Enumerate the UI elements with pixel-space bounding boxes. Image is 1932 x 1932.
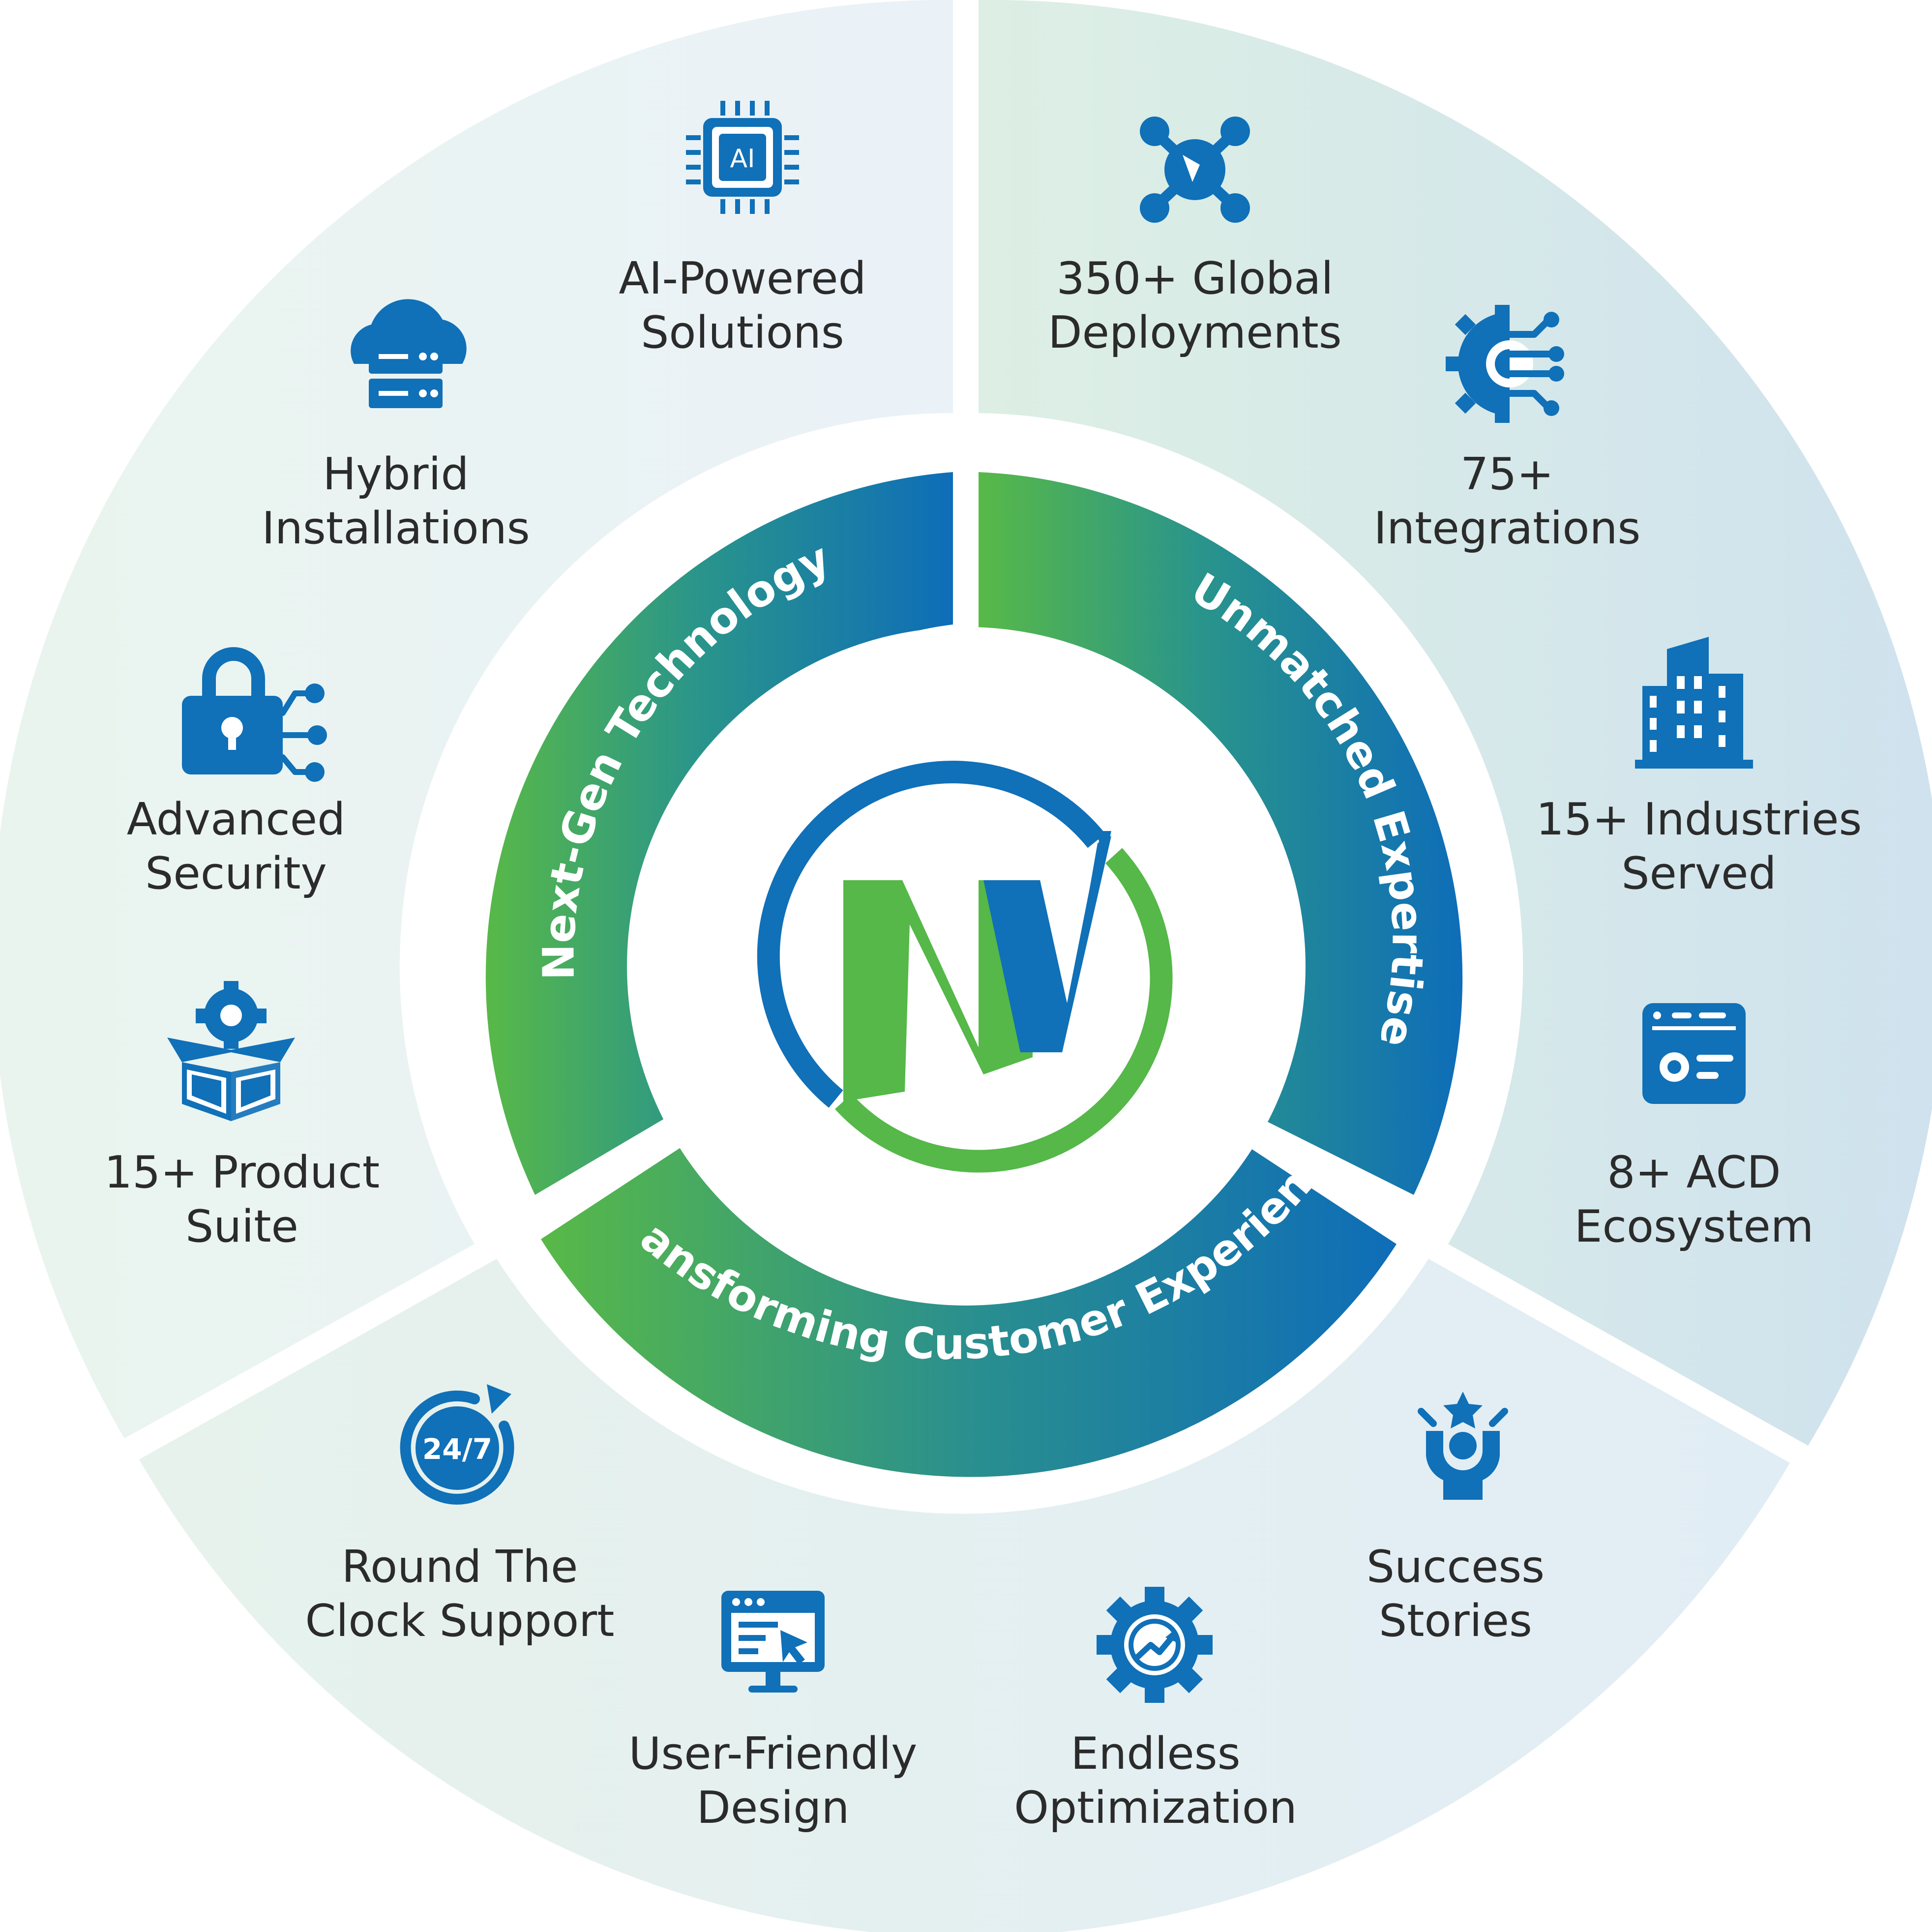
item-label-line1: Advanced bbox=[127, 794, 346, 845]
item-industries-served: 15+ Industries Served bbox=[1536, 794, 1862, 899]
item-label-line2: Solutions bbox=[641, 307, 844, 358]
ai-chip-text: AI bbox=[730, 144, 755, 174]
item-label-line1: Endless bbox=[1070, 1728, 1240, 1780]
item-label-line2: Integrations bbox=[1374, 503, 1641, 554]
item-advanced-security: Advanced Security bbox=[127, 794, 346, 899]
global-network-icon bbox=[1140, 117, 1250, 223]
item-label-line2: Ecosystem bbox=[1575, 1201, 1814, 1252]
item-round-the-clock-support: Round The Clock Support bbox=[305, 1541, 615, 1647]
clock-badge-text: 24/7 bbox=[422, 1432, 492, 1466]
clock-24-7-icon: 24/7 bbox=[400, 1384, 514, 1505]
lock-network-icon bbox=[182, 647, 327, 782]
browser-settings-icon bbox=[1642, 1003, 1746, 1104]
person-star-icon bbox=[1418, 1392, 1508, 1500]
monitor-click-icon bbox=[721, 1591, 825, 1693]
item-endless-optimization: Endless Optimization bbox=[1014, 1728, 1297, 1834]
item-label-line2: Design bbox=[697, 1782, 850, 1834]
item-global-deployments: 350+ Global Deployments bbox=[1048, 253, 1341, 358]
outer-wedge-bottom bbox=[139, 1259, 1790, 1932]
gear-box-icon bbox=[167, 981, 295, 1121]
item-label-line1: 350+ Global bbox=[1057, 253, 1334, 304]
center-disc bbox=[627, 627, 1306, 1306]
nv-logo bbox=[757, 761, 1173, 1173]
item-integrations: 75+ Integrations bbox=[1374, 448, 1641, 554]
item-label-line1: 15+ Product bbox=[104, 1147, 380, 1198]
segment-next-gen-technology bbox=[485, 472, 953, 1195]
buildings-icon bbox=[1635, 637, 1753, 769]
item-label-line1: Round The bbox=[342, 1541, 578, 1593]
item-label-line2: Installations bbox=[262, 503, 530, 554]
item-label-line1: 75+ bbox=[1460, 448, 1554, 500]
item-label-line2: Optimization bbox=[1014, 1782, 1297, 1834]
ai-chip-icon: AI bbox=[686, 101, 799, 214]
item-hybrid-installations: Hybrid Installations bbox=[262, 448, 530, 554]
item-label-line1: Hybrid bbox=[323, 448, 469, 500]
gear-circuit-icon bbox=[1446, 305, 1564, 423]
item-label-line1: Success bbox=[1367, 1541, 1545, 1593]
gear-growth-icon bbox=[1097, 1587, 1213, 1703]
item-label-line2: Deployments bbox=[1048, 307, 1341, 358]
item-success-stories: Success Stories bbox=[1367, 1541, 1545, 1647]
item-acd-ecosystem: 8+ ACD Ecosystem bbox=[1575, 1147, 1814, 1252]
segment-unmatched-expertise bbox=[979, 472, 1463, 1195]
item-product-suite: 15+ Product Suite bbox=[104, 1147, 380, 1252]
item-label-line2: Stories bbox=[1379, 1595, 1532, 1647]
item-label-line1: User-Friendly bbox=[629, 1728, 918, 1780]
item-label-line1: 15+ Industries bbox=[1536, 794, 1862, 845]
item-user-friendly-design: User-Friendly Design bbox=[629, 1728, 918, 1834]
item-ai-powered-solutions: AI-Powered Solutions bbox=[619, 253, 866, 358]
item-label-line2: Clock Support bbox=[305, 1595, 615, 1647]
cloud-server-icon bbox=[351, 299, 467, 408]
item-label-line2: Security bbox=[145, 848, 327, 899]
item-label-line1: 8+ ACD bbox=[1607, 1147, 1781, 1198]
item-label-line2: Served bbox=[1621, 848, 1776, 899]
item-label-line1: AI-Powered bbox=[619, 253, 866, 304]
item-label-line2: Suite bbox=[185, 1201, 298, 1252]
